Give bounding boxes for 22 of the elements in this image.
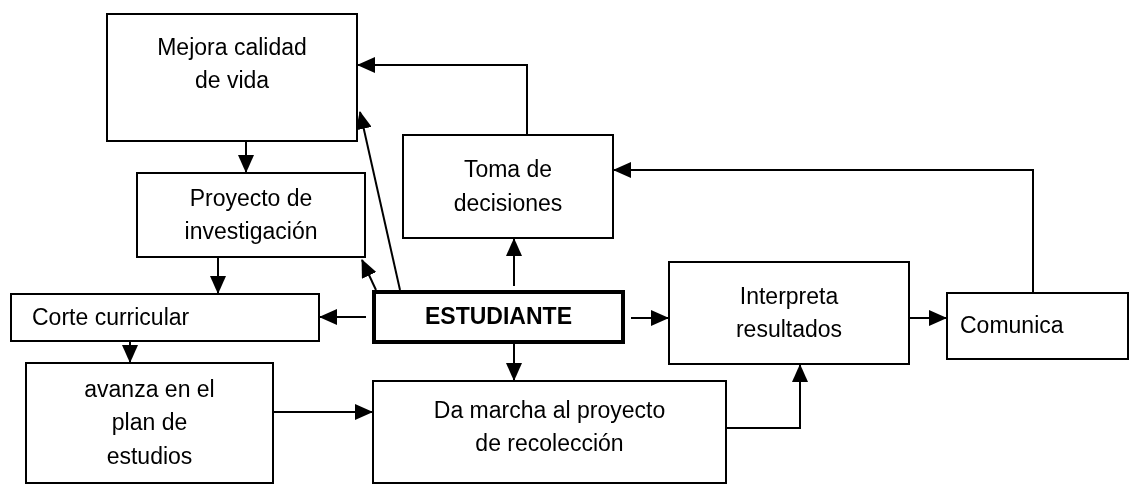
arrow	[210, 257, 226, 294]
arrow	[630, 310, 669, 326]
process-box: Da marcha al proyecto de recolección	[372, 380, 727, 484]
arrow	[357, 57, 528, 135]
arrow	[909, 310, 947, 326]
process-box: Toma de decisiones	[402, 134, 614, 239]
process-box: Interpreta resultados	[668, 261, 910, 365]
arrow	[319, 309, 367, 325]
process-box: Proyecto de investigación	[136, 172, 366, 258]
arrow	[506, 343, 522, 381]
arrow	[726, 364, 808, 429]
process-box: avanza en el plan de estudios	[25, 362, 274, 484]
arrow	[273, 404, 373, 420]
arrow	[506, 238, 522, 287]
arrow	[238, 141, 254, 173]
process-box: Comunica	[946, 292, 1129, 360]
arrow	[361, 259, 377, 291]
central-box: ESTUDIANTE	[372, 290, 625, 344]
process-box: Mejora calidad de vida	[106, 13, 358, 142]
arrow	[122, 341, 138, 363]
arrow	[613, 162, 1034, 293]
process-box: Corte curricular	[10, 293, 320, 342]
